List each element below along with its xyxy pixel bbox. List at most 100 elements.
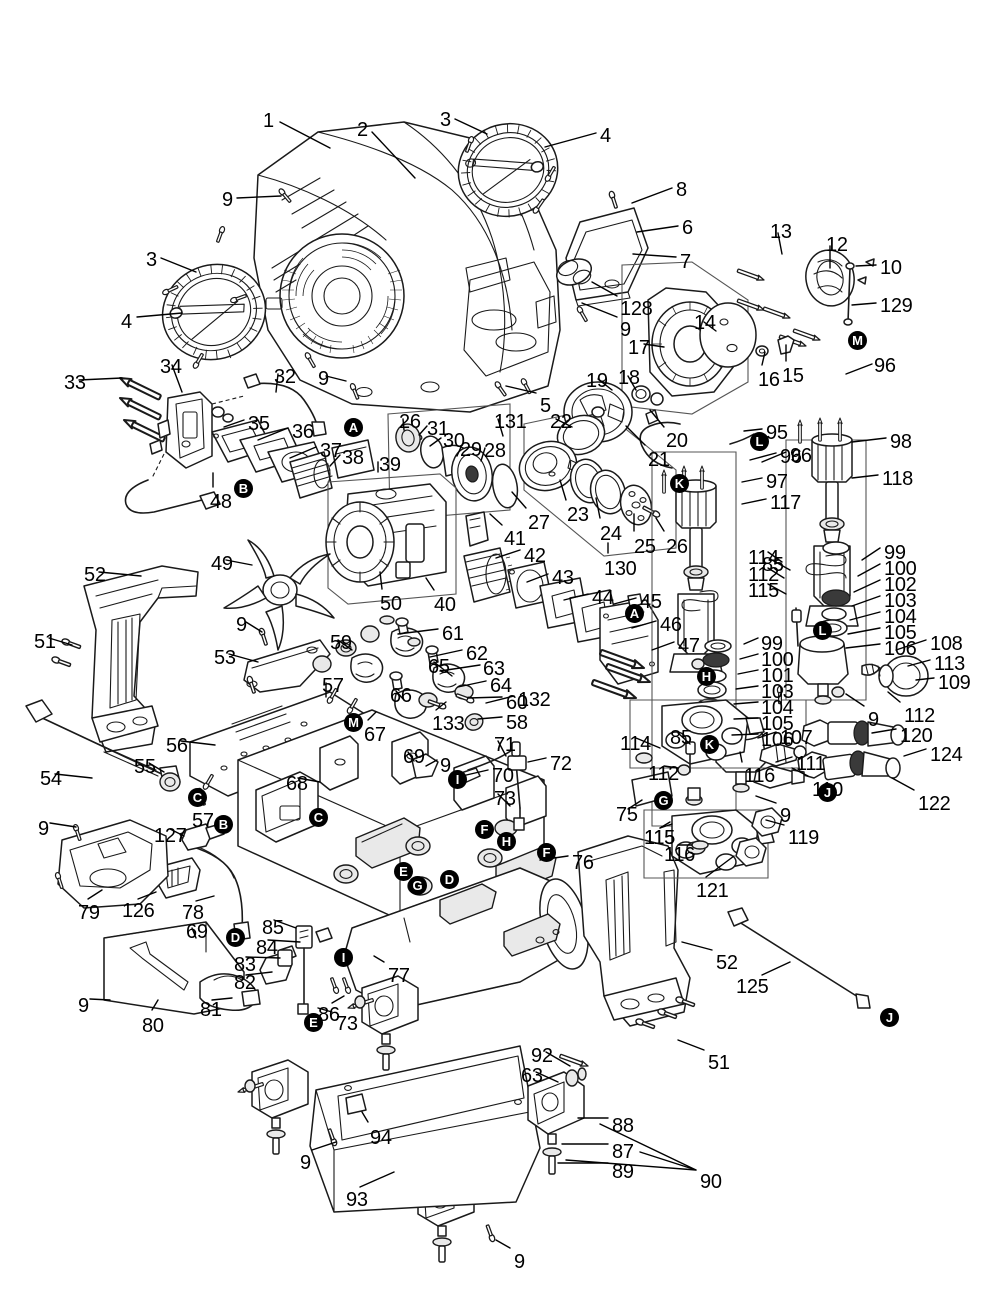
leaders-90: [565, 1123, 697, 1171]
part-cover-plate: [565, 190, 649, 307]
part-49-fan: [223, 539, 335, 651]
part-42-stator: [463, 547, 514, 603]
callout-93: 93: [346, 1189, 368, 1211]
callout-69: 69: [186, 921, 208, 943]
callout-105: 105: [761, 713, 794, 735]
letter-bubble-K: K: [700, 735, 719, 754]
callout-38: 38: [342, 447, 364, 469]
callout-118: 118: [882, 468, 913, 490]
part-mount-88: [527, 1052, 590, 1175]
callout-53: 53: [214, 647, 236, 669]
callout-80: 80: [142, 1015, 164, 1037]
callout-88: 88: [612, 1115, 634, 1137]
callout-4: 4: [121, 311, 132, 333]
part-52-handle-right: [577, 835, 691, 1027]
callout-59: 59: [330, 632, 352, 654]
callout-101: 101: [761, 665, 794, 687]
callout-106: 106: [884, 638, 917, 660]
callout-132: 132: [518, 689, 551, 711]
callout-70: 70: [492, 765, 514, 787]
callout-3: 3: [146, 249, 157, 271]
callout-130: 130: [604, 558, 637, 580]
callout-111: 111: [796, 753, 826, 775]
letter-bubble-F: F: [475, 820, 494, 839]
callout-23: 23: [567, 504, 589, 526]
callout-58: 58: [506, 712, 528, 734]
letter-bubble-F: F: [537, 843, 556, 862]
callout-125: 125: [736, 976, 769, 998]
callout-60: 60: [506, 692, 528, 714]
part-108-reservoir: [797, 635, 849, 705]
callout-72: 72: [550, 753, 572, 775]
callout-55: 55: [134, 756, 156, 778]
callout-96: 96: [874, 355, 896, 377]
letter-bubble-D: D: [226, 928, 245, 947]
callout-67: 67: [364, 724, 386, 746]
letter-bubble-C: C: [188, 788, 207, 807]
part-81-muffler: [199, 973, 261, 1012]
part-alternator: [325, 473, 457, 605]
callout-52: 52: [84, 564, 106, 586]
callout-127: 127: [154, 825, 187, 847]
part-110-111: [753, 743, 807, 789]
callout-56: 56: [166, 735, 188, 757]
callout-105: 105: [884, 622, 917, 644]
callout-77: 77: [388, 965, 410, 987]
callout-51: 51: [34, 631, 56, 653]
callout-9: 9: [868, 709, 879, 731]
letter-bubble-B: B: [214, 815, 233, 834]
callout-9: 9: [78, 995, 89, 1017]
letter-bubble-K: K: [670, 474, 689, 493]
callout-1: 1: [263, 110, 274, 132]
letter-bubble-E: E: [304, 1013, 323, 1032]
callout-86: 86: [318, 1004, 340, 1026]
letter-bubble-B: B: [234, 479, 253, 498]
callout-12: 12: [826, 234, 848, 256]
part-77-tank: [343, 867, 589, 1011]
callout-52: 52: [716, 952, 738, 974]
callout-32: 32: [274, 366, 296, 388]
callout-41: 41: [504, 528, 526, 550]
callout-82: 82: [234, 972, 256, 994]
part-carb-stack: [117, 373, 375, 514]
part-126-switch: [157, 857, 201, 899]
callout-21: 21: [648, 449, 670, 471]
letter-bubble-L: L: [750, 432, 769, 451]
part-38-insulator: [289, 451, 333, 499]
mount-feet: [236, 975, 475, 1263]
callout-26: 26: [666, 536, 688, 558]
part-109-filter: [861, 655, 929, 697]
part-63-bolt: [558, 1052, 590, 1070]
callout-78: 78: [182, 902, 204, 924]
callout-112: 112: [648, 763, 679, 785]
callout-97: 97: [766, 471, 788, 493]
callout-61: 61: [442, 623, 464, 645]
callout-104: 104: [761, 697, 794, 719]
part-43-gasket: [507, 561, 553, 609]
letter-bubble-L: L: [813, 621, 832, 640]
callout-84: 84: [256, 937, 278, 959]
part-79-tray: [54, 819, 169, 909]
letter-bubble-I: I: [334, 948, 353, 967]
callout-13: 13: [770, 221, 792, 243]
callout-17: 17: [628, 337, 650, 359]
part-22-23-24-25: [518, 414, 653, 526]
callout-107: 107: [780, 727, 813, 749]
part-119-121: [735, 807, 783, 867]
callout-109: 109: [938, 672, 971, 694]
callout-9: 9: [300, 1152, 311, 1174]
callout-33: 33: [64, 372, 86, 394]
callout-79: 79: [78, 902, 100, 924]
callout-9: 9: [222, 189, 233, 211]
callout-4: 4: [600, 125, 611, 147]
callout-103: 103: [761, 681, 794, 703]
callout-18: 18: [618, 367, 640, 389]
callout-44: 44: [592, 587, 614, 609]
part-10-pins: [857, 258, 875, 285]
callout-29: 29: [460, 439, 482, 461]
callout-113: 113: [934, 653, 965, 675]
callout-39: 39: [379, 454, 401, 476]
callout-25: 25: [634, 536, 656, 558]
callout-99: 99: [761, 633, 783, 655]
